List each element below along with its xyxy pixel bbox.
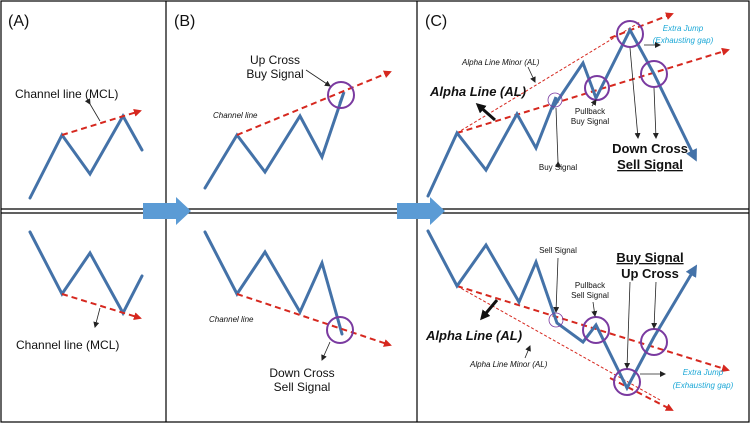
panel-c-bottom-price-line: [426, 229, 698, 392]
panel-b-bottom-signal-pointer: [321, 341, 331, 361]
panel-c-top-sell-signal-text: Sell Signal: [617, 157, 683, 172]
flow-arrow-a-to-b: [143, 197, 191, 225]
panel-b-top-channel-line: [236, 70, 392, 136]
panel-a-top-label: Channel line (MCL): [15, 87, 118, 101]
panel-c-top-alpha-minor-text: Alpha Line Minor (AL): [461, 58, 540, 67]
panel-c-bottom-pullback-pointer: [591, 301, 598, 317]
panel-c-bottom-alpha-line-text: Alpha Line (AL): [425, 328, 522, 343]
panel-a-bottom-label: Channel line (MCL): [16, 338, 119, 352]
panel-c-bottom-alpha-minor-text: Alpha Line Minor (AL): [469, 360, 548, 369]
panel-c-top-pullback-circle: [584, 75, 610, 101]
panel-b-bottom-price-line: [203, 230, 344, 336]
panel-c-top-sell-pointer-2: [652, 87, 659, 139]
panel-c-label: (C): [425, 13, 447, 30]
panel-c-bottom-sell-signal-text: Sell Signal: [539, 246, 577, 255]
panel-c-bottom-up-cross-text: Up Cross: [621, 266, 679, 281]
panel-c-top-alpha-minor-pointer: [527, 66, 536, 83]
panel-b-label: (B): [174, 13, 195, 30]
panel-c-bottom-exhausting-gap-text: (Exhausting gap): [673, 381, 734, 390]
panel-b-buy-signal-text: Buy Signal: [246, 67, 303, 81]
panel-c-bottom-up-cross-circle: [640, 328, 668, 356]
panel-c-top-buy-signal-text: Buy Signal: [539, 163, 577, 172]
panel-c-bottom-extra-jump-text: Extra Jump: [683, 368, 724, 377]
panel-c-top-pullback-pointer: [590, 99, 597, 107]
panel-b-top-price-line: [203, 91, 346, 190]
panel-c-top-sell-pointer-1: [629, 47, 641, 139]
panel-c-bottom-buy-signal-text: Buy Signal: [616, 250, 683, 265]
panel-b-top-signal-pointer: [305, 69, 331, 87]
panel-c-bottom-sell-signal-pointer: [553, 257, 560, 313]
panel-c-top-alpha-line-arrow: [475, 103, 496, 122]
panel-b-up-cross-circle: [327, 81, 355, 109]
panel-a-top-pointer: [84, 98, 101, 122]
panel-c-top-down-cross-circle: [640, 60, 668, 88]
panel-b-top-channel-text: Channel line: [213, 111, 258, 120]
panel-c-bottom-pullback-circle: [582, 316, 610, 344]
flow-arrow-b-to-c: [397, 197, 445, 225]
panel-c-bottom-alpha-minor-line: [456, 285, 661, 401]
panel-b-down-cross-circle: [326, 316, 354, 344]
panel-b-up-cross-text: Up Cross: [250, 53, 300, 67]
panel-c-bottom-extra-line: [609, 377, 674, 411]
panel-a-bottom-pointer: [93, 307, 101, 328]
panel-b-sell-signal-text: Sell Signal: [274, 380, 331, 394]
panel-c-bottom-buy-pointer-1: [624, 281, 631, 369]
panel-c-top-buy-signal-pointer: [555, 107, 562, 168]
panel-c-top-down-cross-text: Down Cross: [612, 141, 688, 156]
panel-a-label: (A): [8, 13, 29, 30]
panel-a-top-channel-line: [61, 108, 142, 136]
panel-c-top-pullback-buy-text: Buy Signal: [571, 117, 609, 126]
panel-c-bottom-buy-pointer-2: [651, 281, 658, 329]
panel-c-top-buy-signal-circle: [547, 92, 563, 108]
panel-c-bottom-sell-signal-circle: [548, 312, 564, 328]
panel-c-bottom-alpha-minor-pointer: [524, 345, 531, 359]
panel-c-top-price-line: [426, 26, 697, 198]
panel-c-top-alpha-line-text: Alpha Line (AL): [429, 84, 526, 99]
panel-c-top-extra-jump-text: Extra Jump: [663, 24, 704, 33]
panel-a-top-price-line: [28, 112, 144, 200]
panel-b-down-cross-text: Down Cross: [269, 366, 334, 380]
panel-c-top-extra-jump-circle: [616, 20, 644, 48]
panel-b-bottom-channel-text: Channel line: [209, 315, 254, 324]
panel-c-top-pullback-text: Pullback: [575, 107, 606, 116]
panel-c-top-exhausting-gap-text: (Exhausting gap): [653, 36, 714, 45]
panel-b-bottom-channel-line: [236, 293, 392, 347]
panel-c-bottom-extra-jump-circle: [613, 368, 641, 396]
panel-a-bottom-price-line: [28, 230, 144, 317]
panel-c-bottom-alpha-line-arrow: [480, 299, 499, 321]
panel-a-bottom-channel-line: [61, 293, 142, 321]
panel-c-bottom-pullback-text: Pullback: [575, 281, 606, 290]
panel-c-bottom-pullback-sell-text: Sell Signal: [571, 291, 609, 300]
